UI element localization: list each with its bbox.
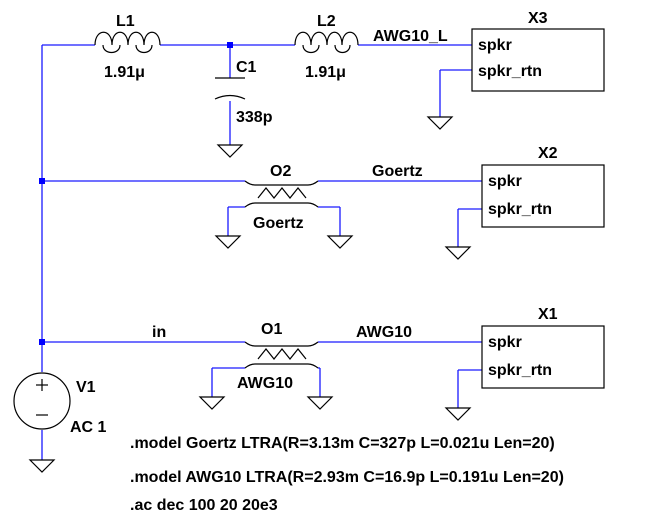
speaker-block-x1[interactable]: X1 spkr spkr_rtn bbox=[481, 306, 605, 389]
o1-name: O1 bbox=[261, 321, 282, 338]
ground-icon bbox=[306, 396, 334, 410]
l1-value: 1.91μ bbox=[104, 64, 145, 81]
speaker-block-x3[interactable]: X3 spkr spkr_rtn bbox=[471, 10, 605, 92]
speaker-block-x2[interactable]: X2 spkr spkr_rtn bbox=[481, 145, 605, 228]
inductor-l2[interactable]: L2 1.91μ bbox=[294, 13, 359, 81]
o2-name: O2 bbox=[270, 163, 291, 180]
x1-pin-spkr: spkr bbox=[488, 334, 522, 351]
ground-icon bbox=[426, 116, 454, 130]
transmission-line-o2[interactable]: O2 Goertz bbox=[244, 163, 319, 232]
x2-pin-spkr: spkr bbox=[488, 173, 522, 190]
directive-model-goertz: .model Goertz LTRA(R=3.13m C=327p L=0.02… bbox=[130, 435, 555, 452]
wires bbox=[41, 44, 482, 460]
ground-icon bbox=[444, 407, 472, 421]
x2-pin-spkr-rtn: spkr_rtn bbox=[488, 201, 552, 218]
v1-value: AC 1 bbox=[70, 419, 107, 436]
o1-model: AWG10 bbox=[237, 375, 293, 392]
x2-name: X2 bbox=[538, 145, 558, 162]
x3-name: X3 bbox=[528, 10, 548, 27]
net-label-awg10-l: AWG10_L bbox=[373, 28, 448, 45]
junctions bbox=[39, 42, 233, 345]
x3-pin-spkr: spkr bbox=[478, 37, 512, 54]
ground-icon bbox=[198, 396, 226, 410]
v1-name: V1 bbox=[76, 379, 96, 396]
net-label-goertz: Goertz bbox=[372, 163, 423, 180]
ground-icon bbox=[444, 246, 472, 260]
l2-name: L2 bbox=[317, 13, 336, 30]
net-label-in: in bbox=[152, 324, 166, 341]
x1-name: X1 bbox=[538, 306, 558, 323]
ground-icon bbox=[326, 235, 354, 249]
ground-symbols bbox=[28, 116, 472, 473]
voltage-source-v1[interactable]: V1 AC 1 bbox=[13, 372, 107, 436]
capacitor-c1[interactable]: C1 338p bbox=[214, 59, 273, 126]
l1-name: L1 bbox=[116, 13, 135, 30]
transmission-line-o1[interactable]: O1 AWG10 bbox=[237, 321, 319, 392]
net-label-awg10: AWG10 bbox=[356, 324, 412, 341]
l2-value: 1.91μ bbox=[305, 64, 346, 81]
ground-icon bbox=[216, 144, 244, 158]
directive-ac: .ac dec 100 20 20e3 bbox=[130, 497, 278, 514]
directive-model-awg10: .model AWG10 LTRA(R=2.93m C=16.9p L=0.19… bbox=[130, 469, 564, 486]
inductor-l1[interactable]: L1 1.91μ bbox=[94, 13, 161, 81]
ground-icon bbox=[214, 235, 242, 249]
x1-pin-spkr-rtn: spkr_rtn bbox=[488, 362, 552, 379]
c1-name: C1 bbox=[236, 59, 257, 76]
c1-value: 338p bbox=[236, 109, 273, 126]
x3-pin-spkr-rtn: spkr_rtn bbox=[478, 63, 542, 80]
ground-icon bbox=[28, 459, 56, 473]
o2-model: Goertz bbox=[253, 215, 304, 232]
spice-directives: .model Goertz LTRA(R=3.13m C=327p L=0.02… bbox=[130, 435, 564, 514]
